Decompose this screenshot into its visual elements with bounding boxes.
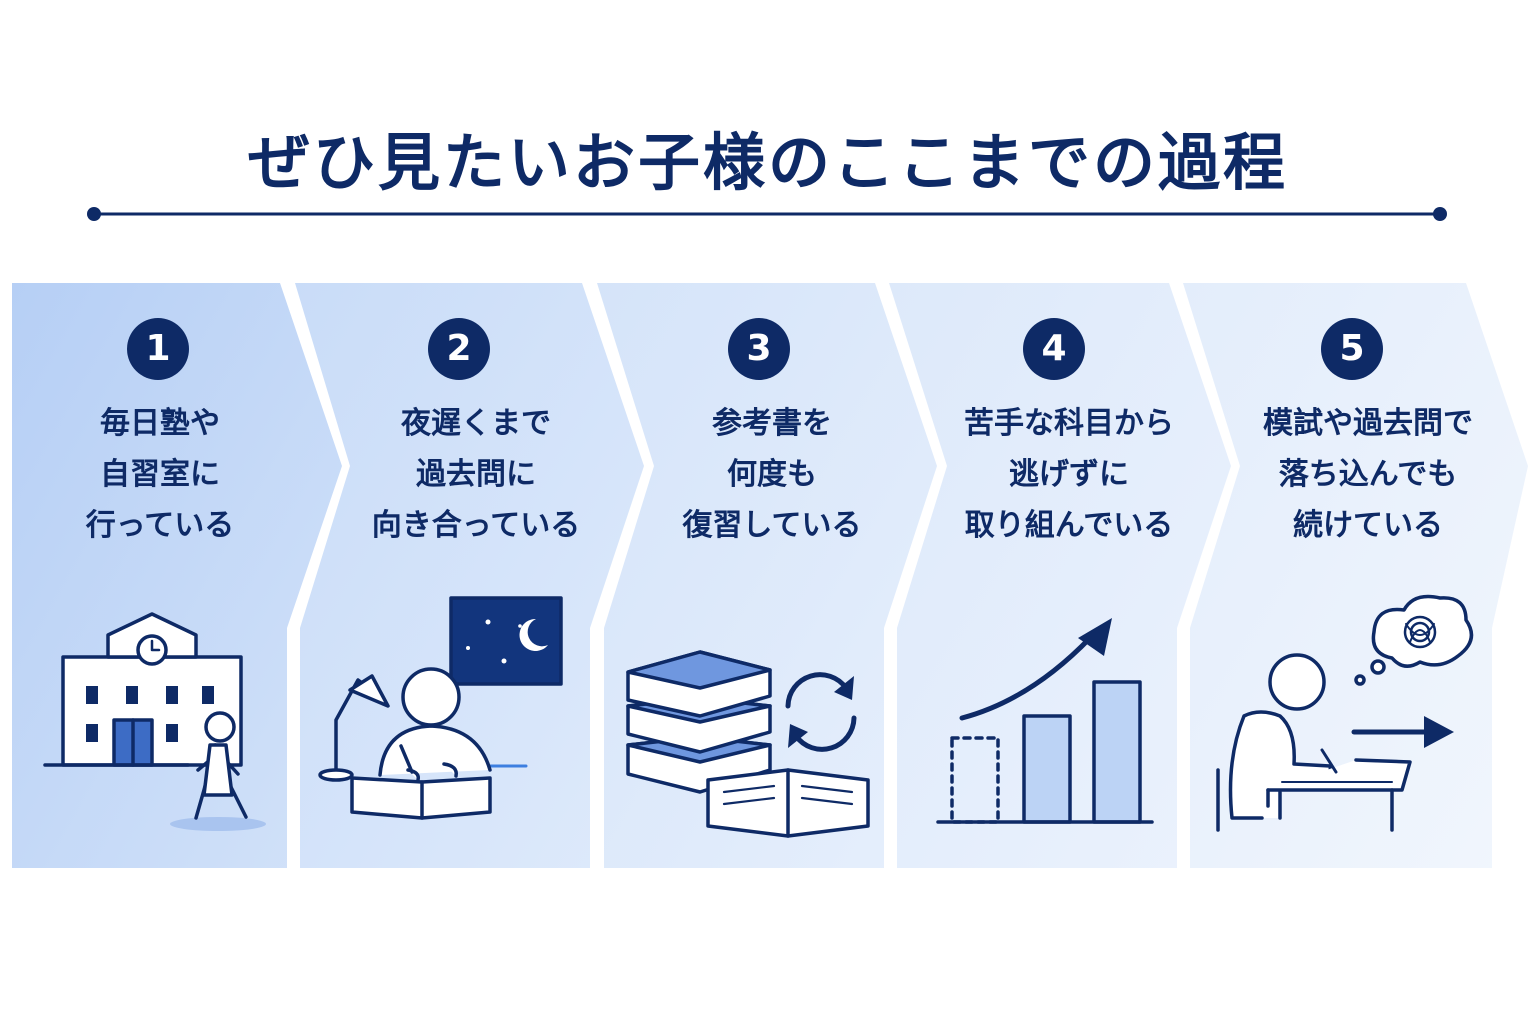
step-text-1: 毎日塾や 自習室に 行っている [10,398,310,551]
step-4-line-1: 苦手な科目から [964,406,1174,441]
growth-chart-icon [936,618,1154,824]
step-text-4: 苦手な科目から 逃げずに 取り組んでいる [919,398,1219,551]
step-2-line-3: 向き合っている [371,508,581,543]
step-2-line-2: 過去問に [416,457,536,492]
step-3-line-1: 参考書を [712,406,832,441]
step-1-line-1: 毎日塾や [100,406,220,441]
step-4-line-3: 取り組んでいる [964,508,1174,543]
night-study-icon [318,596,563,820]
page-title: ぜひ見たいお子様のここまでの過程 [247,126,1288,199]
step-panel-2 [295,283,644,868]
step-number-2: 2 [428,318,490,380]
step-panel-4 [889,283,1231,868]
persevere-icon [1216,594,1474,832]
step-text-5: 模試や過去問で 落ち込んでも 続けている [1218,398,1518,551]
school-walking-icon [43,612,266,831]
step-4-line-2: 逃げずに [1009,457,1129,492]
step-3-line-3: 復習している [682,508,862,543]
step-number-4: 4 [1023,318,1085,380]
step-text-2: 夜遅くまで 過去問に 向き合っている [326,398,626,551]
step-5-line-2: 落ち込んでも [1278,457,1458,492]
step-1-line-2: 自習室に [100,457,220,492]
step-2-line-1: 夜遅くまで [401,406,551,441]
step-5-line-3: 続けている [1293,508,1443,543]
step-number-1: 1 [127,318,189,380]
step-3-line-2: 何度も [727,457,817,492]
title-divider [87,207,1447,221]
step-number-5: 5 [1321,318,1383,380]
step-text-3: 参考書を 何度も 復習している [622,398,922,551]
books-review-icon [626,650,870,838]
step-number-3: 3 [728,318,790,380]
step-5-line-1: 模試や過去問で [1263,406,1473,441]
step-1-line-3: 行っている [85,508,235,543]
